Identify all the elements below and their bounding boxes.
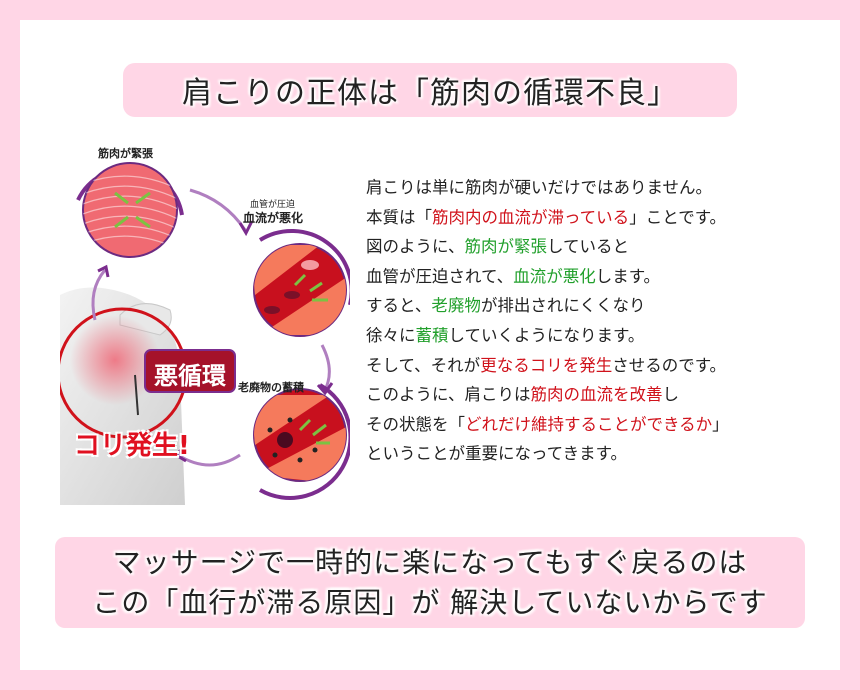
explanation-text: 肩こりは単に筋肉が硬いだけではありません。 本質は「筋肉内の血流が滞っている」こ… (366, 173, 729, 469)
vicious-cycle-badge (144, 349, 236, 393)
title-banner: 肩こりの正体は「筋肉の循環不良」 (123, 63, 737, 117)
label-stiffness-occurs: コリ発生! (74, 431, 190, 461)
cycle-illustration (56, 162, 354, 505)
text-line: そして、それが更なるコリを発生させるのです。 (366, 355, 727, 375)
content-card: 肩こりの正体は「筋肉の循環不良」 (20, 20, 840, 670)
text-line: ということが重要になってきます。 (366, 444, 628, 464)
label-muscle-tension: 筋肉が緊張 (98, 147, 153, 160)
page-title: 肩こりの正体は「筋肉の循環不良」 (182, 76, 678, 111)
text-line: 肩こりは単に筋肉が硬いだけではありません。 (366, 178, 713, 197)
text-line: 図のように、筋肉が緊張していると (366, 237, 630, 257)
shoulder-body-figure (60, 287, 185, 505)
label-blood-flow-worse: 血流が悪化 (243, 211, 304, 225)
label-vessel-compressed: 血管が圧迫 (250, 200, 296, 210)
vicious-cycle-diagram: 筋肉が緊張 血管が圧迫 血流が悪化 老廃物の蓄積 悪循環 コリ発生! (56, 145, 354, 510)
muscle-tension-circle (76, 162, 184, 258)
label-vicious-cycle: 悪循環 (154, 362, 226, 390)
text-line: その状態を「どれだけ維持することができるか」 (366, 414, 729, 434)
text-line: すると、老廃物が排出されにくくなり (366, 296, 646, 316)
text-line: 徐々に蓄積していくようになります。 (366, 325, 645, 345)
blood-flow-circle (253, 228, 354, 337)
conclusion-line-2: この「血行が滞る原因」が 解決していないからです (92, 585, 768, 619)
text-line: 血管が圧迫されて、血流が悪化します。 (366, 266, 661, 286)
text-line: このように、肩こりは筋肉の血流を改善し (366, 385, 680, 405)
conclusion-banner: マッサージで一時的に楽になってもすぐ戻るのは この「血行が滞る原因」が 解決して… (55, 537, 805, 628)
text-line: 本質は「筋肉内の血流が滞っている」ことです。 (366, 207, 727, 227)
label-waste-accumulation: 老廃物の蓄積 (238, 381, 304, 394)
conclusion-line-1: マッサージで一時的に楽になってもすぐ戻るのは (112, 545, 748, 579)
waste-accumulation-circle (253, 383, 353, 500)
